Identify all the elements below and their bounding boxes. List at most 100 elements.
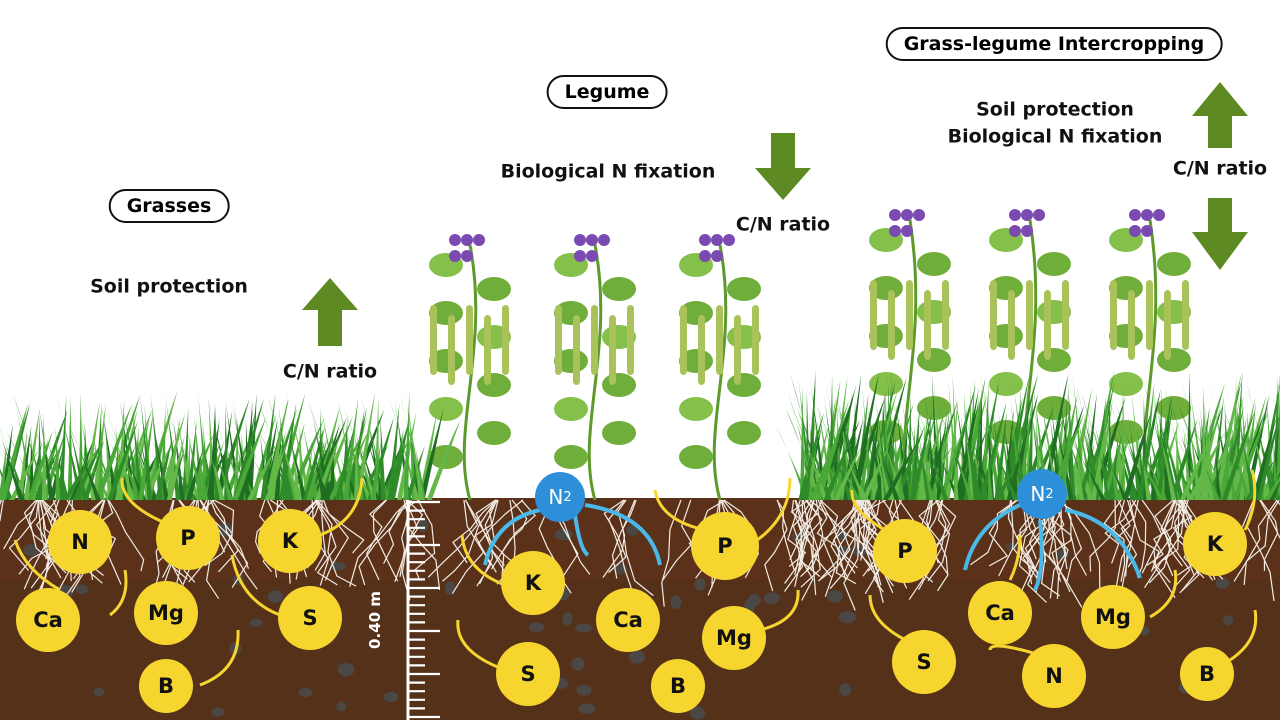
nutrient-p: P (691, 512, 759, 580)
grass-blade (174, 405, 194, 500)
root (3, 499, 39, 550)
grass-blade (836, 406, 843, 500)
stone (571, 657, 585, 671)
grass-blade (232, 417, 267, 500)
stone (336, 701, 347, 712)
grass-blade (1071, 440, 1106, 500)
stone (528, 622, 545, 633)
grass-blade (1221, 410, 1256, 500)
grass-blade (776, 426, 810, 500)
grass-blade (1220, 428, 1234, 500)
grass-blade (117, 398, 125, 500)
depth-ruler (406, 500, 440, 720)
stone (1215, 577, 1230, 589)
grass-blade (1251, 417, 1277, 500)
grass-blade (107, 421, 138, 500)
root (1152, 499, 1189, 584)
root (1023, 499, 1061, 597)
grass-blade (56, 396, 84, 500)
stone (76, 584, 88, 595)
grass-blade (1131, 441, 1164, 500)
root (28, 499, 52, 589)
grass-blade (918, 445, 935, 500)
grass-blade (158, 412, 186, 500)
stone (444, 581, 456, 596)
grass-blade (185, 421, 204, 500)
grass-blade (814, 387, 835, 500)
grass-blade (1101, 429, 1125, 500)
grass-blade (870, 427, 900, 500)
grass-blade (274, 421, 282, 500)
grass-blade (1058, 400, 1076, 500)
grass-blade (1080, 391, 1115, 500)
grass-blade (0, 402, 29, 500)
grass-blade (954, 402, 979, 500)
nutrient-arrow (230, 554, 281, 617)
stone (694, 578, 706, 591)
grass-blade (800, 448, 815, 500)
grass-blade (914, 414, 949, 500)
root (211, 499, 250, 569)
root (817, 499, 864, 582)
root (865, 499, 880, 588)
legume-cn-label: C/N ratio (735, 213, 831, 236)
grass-blade (823, 438, 852, 500)
root (794, 499, 815, 587)
leaf (429, 397, 463, 421)
grass-blade (354, 435, 360, 500)
nutrient-s: S (892, 630, 956, 694)
grass-blade (367, 417, 395, 500)
pod (1128, 290, 1135, 360)
grass-blade (58, 395, 67, 500)
grass-blade (979, 373, 1011, 500)
leaf (1157, 252, 1191, 276)
n-fixation-arrow (573, 514, 590, 557)
root (764, 499, 788, 592)
grass-blade (1131, 427, 1168, 500)
grass-blade (1237, 422, 1258, 500)
legume-plants (429, 209, 1191, 501)
grass-blade (64, 410, 88, 500)
nutrient-mg: Mg (1081, 585, 1145, 649)
leaf (477, 277, 511, 301)
root (372, 499, 399, 582)
root (1131, 499, 1147, 578)
grass-blade (207, 447, 225, 500)
grass-blade (1221, 412, 1251, 500)
grass-blade (404, 392, 424, 500)
stone (337, 662, 355, 677)
flower (1141, 225, 1153, 237)
grass-blade (886, 409, 905, 500)
nutrient-mg: Mg (134, 581, 198, 645)
intercropping-benefit-1: Soil protection (976, 98, 1134, 121)
root (798, 499, 823, 601)
leaf (917, 252, 951, 276)
grass-blade (280, 448, 290, 500)
grass-blade (28, 441, 42, 500)
grass-blade (342, 398, 359, 500)
grass-blade (415, 445, 426, 500)
stone (670, 595, 682, 609)
flower (711, 234, 723, 246)
pod (734, 315, 741, 385)
grass-blade (833, 447, 861, 500)
grass-blade (883, 441, 919, 500)
grass-blade (790, 401, 828, 500)
grass-blade (874, 436, 892, 500)
grass-blade (139, 394, 153, 500)
grass-blade (334, 426, 355, 500)
grass-blade (165, 416, 181, 500)
n-fixation-arrow (584, 503, 662, 566)
grass-blade (367, 416, 383, 500)
grass-blade (264, 444, 287, 500)
grass-blade (1122, 411, 1152, 500)
root (358, 499, 409, 586)
flower (913, 209, 925, 221)
grass-blade (1010, 399, 1023, 500)
grass-blade (68, 425, 101, 500)
grass-blade (887, 423, 895, 500)
grass-blade (161, 447, 198, 500)
flower (901, 225, 913, 237)
leaf (1157, 348, 1191, 372)
grass-blade (247, 393, 257, 500)
